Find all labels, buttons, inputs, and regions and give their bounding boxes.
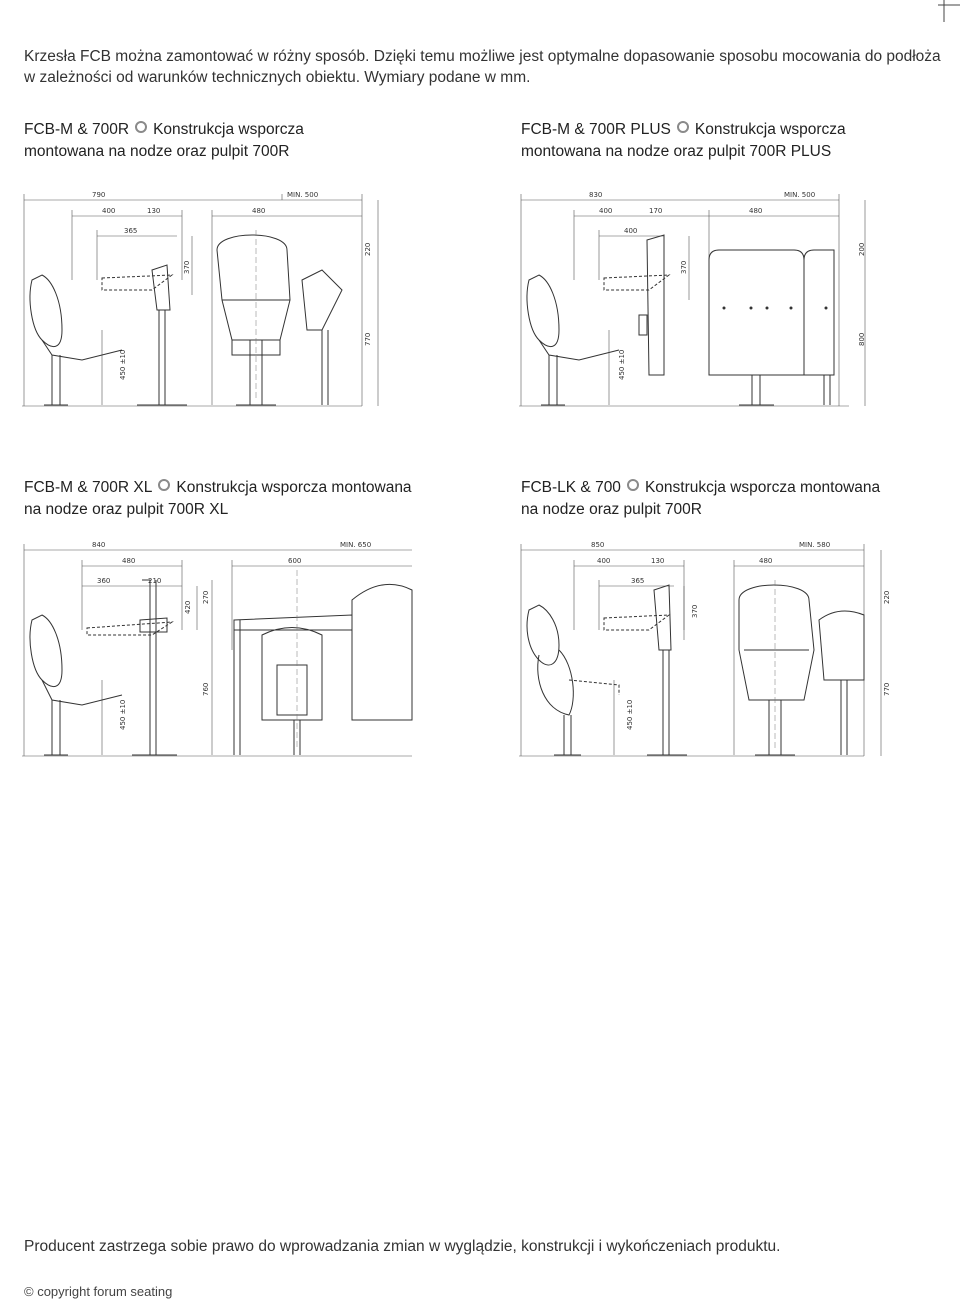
heading-line2: na nodze oraz pulpit 700R [521, 501, 702, 518]
dimension-label: 770 [364, 333, 372, 346]
dimension-label: 400 [599, 207, 612, 215]
dimension-label: 450 ±10 [618, 350, 626, 380]
dimension-label: 210 [148, 577, 161, 585]
dimension-label: 480 [759, 557, 772, 565]
heading-line2: montowana na nodze oraz pulpit 700R [24, 143, 290, 160]
dimension-label: 800 [858, 333, 866, 346]
dimension-label: 850 [591, 541, 604, 549]
dimension-label: 200 [858, 243, 866, 256]
circle-bullet-icon [158, 479, 171, 491]
disclaimer-text: Producent zastrzega sobie prawo do wprow… [24, 1238, 781, 1255]
dimension-label: 790 [92, 191, 105, 199]
dimension-label: MIN. 500 [287, 191, 318, 199]
dimension-label: 600 [288, 557, 301, 565]
section-heading: FCB-LK & 700 Konstrukcja wsporcza montowa… [521, 477, 880, 521]
model-name: FCB-M & 700R PLUS [521, 121, 671, 138]
section-heading: FCB-M & 700R PLUS Konstrukcja wsporcza mo… [521, 119, 846, 163]
heading-line2: na nodze oraz pulpit 700R XL [24, 501, 229, 518]
heading-line2: montowana na nodze oraz pulpit 700R PLUS [521, 143, 832, 160]
dimension-label: 365 [124, 227, 137, 235]
dimension-label: 130 [147, 207, 160, 215]
dimension-label: 370 [680, 261, 688, 274]
dimension-label: 270 [202, 591, 210, 604]
intro-text: Krzesła FCB można zamontować w różny spo… [24, 48, 941, 86]
circle-bullet-icon [626, 479, 639, 491]
dimension-label: 480 [749, 207, 762, 215]
dimension-label: 365 [631, 577, 644, 585]
technical-drawing: 830 MIN. 500 400 170 480 400 370 200 800… [519, 190, 879, 410]
dimension-label: 400 [102, 207, 115, 215]
dimension-label: 830 [589, 191, 602, 199]
dimension-label: 840 [92, 541, 105, 549]
heading-line1: Konstrukcja wsporcza montowana [176, 479, 412, 496]
technical-drawing: 850 MIN. 580 400 130 480 365 370 220 770… [519, 540, 889, 760]
dimension-label: 480 [122, 557, 135, 565]
dimension-label: MIN. 650 [340, 541, 371, 549]
dimension-label: 400 [597, 557, 610, 565]
heading-line1: Konstrukcja wsporcza [153, 121, 304, 138]
dimension-label: 220 [883, 591, 889, 604]
dimension-label: 450 ±10 [626, 700, 634, 730]
dimension-label: MIN. 500 [784, 191, 815, 199]
dimension-label: 360 [97, 577, 110, 585]
technical-drawing: 840 MIN. 650 480 600 360 210 420 270 760… [22, 540, 422, 760]
dimension-label: 170 [649, 207, 662, 215]
dimension-label: 450 ±10 [119, 700, 127, 730]
technical-drawing: 790 MIN. 500 400 130 480 365 370 220 770… [22, 190, 382, 410]
dimension-label: 370 [691, 605, 699, 618]
heading-line1: Konstrukcja wsporcza montowana [644, 479, 881, 496]
dimension-label: 770 [883, 683, 889, 696]
circle-bullet-icon [676, 121, 689, 133]
model-name: FCB-M & 700R [24, 121, 130, 138]
heading-line1: Konstrukcja wsporcza [694, 121, 846, 138]
dimension-label: MIN. 580 [799, 541, 830, 549]
dimension-label: 450 ±10 [119, 350, 127, 380]
dimension-label: 400 [624, 227, 637, 235]
section-heading: FCB-M & 700R Konstrukcja wsporcza montowa… [24, 119, 304, 163]
section-heading: FCB-M & 700R XL Konstrukcja wsporcza mont… [24, 477, 412, 521]
circle-bullet-icon [135, 121, 148, 133]
dimension-label: 220 [364, 243, 372, 256]
dimension-label: 420 [184, 601, 192, 614]
model-name: FCB-M & 700R XL [24, 479, 153, 496]
dimension-label: 480 [252, 207, 265, 215]
dimension-label: 760 [202, 683, 210, 696]
model-name: FCB-LK & 700 [521, 479, 621, 496]
dimension-label: 130 [651, 557, 664, 565]
crop-mark [938, 0, 960, 22]
dimension-label: 370 [183, 261, 191, 274]
copyright-text: © copyright forum seating [24, 1284, 173, 1299]
